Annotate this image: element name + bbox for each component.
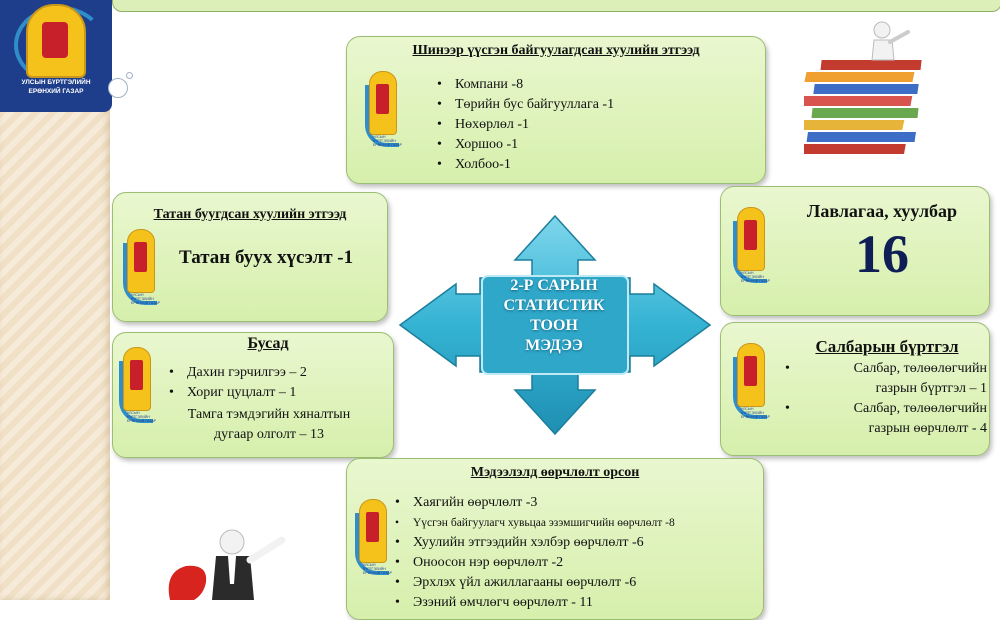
other-title: Бусад — [247, 335, 289, 352]
references-title: Лавлагаа, хуулбар — [806, 201, 958, 221]
new-entities-card: Шинээр үүсгэн байгуулагдсан хуулийн этгэ… — [346, 36, 766, 184]
top-card-edge — [112, 0, 1000, 12]
document-stack-illustration — [804, 21, 922, 154]
branches-card: Салбарын бүртгэл УЛСЫН БҮРТГЭЛИЙН ЕРӨНХИ… — [720, 322, 990, 456]
new-entities-title: Шинээр үүсгэн байгуулагдсан хуулийн этгэ… — [412, 43, 700, 58]
center-title: 2-Р САРЫН СТАТИСТИК ТООН МЭДЭЭ — [480, 276, 628, 356]
references-card: Лавлагаа, хуулбар УЛСЫН БҮРТГЭЛИЙН ЕРӨНХ… — [720, 186, 990, 316]
branch-line: Салбар, төлөөлөгчийн — [853, 401, 987, 416]
list-item: Холбоо-1 — [433, 155, 614, 175]
emblem-caption: УЛСЫН БҮРТГЭЛИЙН ЕРӨНХИЙ ГАЗАР — [741, 407, 770, 419]
org-emblem-icon: УЛСЫН БҮРТГЭЛИЙН ЕРӨНХИЙ ГАЗАР — [733, 343, 770, 423]
withdrawn-card: Татан буугдсан хуулийн этгээд УЛСЫН БҮРТ… — [112, 192, 388, 322]
references-count: 16 — [855, 224, 909, 284]
list-item: Эрхлэх үйл ажиллагааны өөрчлөлт -6 — [391, 573, 761, 593]
list-item: Дахин гэрчилгээ – 2 — [165, 363, 307, 383]
org-emblem-icon: УЛСЫН БҮРТГЭЛИЙН ЕРӨНХИЙ ГАЗАР — [123, 229, 160, 309]
branches-list: Салбар, төлөөлөгчийн газрын бүртгэл – 1 … — [781, 359, 987, 439]
withdrawn-title: Татан буугдсан хуулийн этгээд — [153, 207, 347, 222]
center-title-line: 2-Р САРЫН — [510, 277, 598, 294]
other-card: Бусад УЛСЫН БҮРТГЭЛИЙН ЕРӨНХИЙ ГАЗАР Дах… — [112, 332, 394, 458]
changes-list: Хаягийн өөрчлөлт -3 Үүсгэн байгуулагч ху… — [391, 493, 761, 613]
changes-title: Мэдээлэлд өөрчлөлт орсон — [470, 465, 640, 480]
list-item: Үүсгэн байгуулагч хувьцаа эзэмшигчийн өө… — [391, 513, 761, 533]
branch-line: газрын өөрчлөлт - 4 — [868, 421, 987, 436]
list-item: Оноосон нэр өөрчлөлт -2 — [391, 553, 761, 573]
branch-line: Салбар, төлөөлөгчийн — [853, 361, 987, 376]
center-title-line: МЭДЭЭ — [525, 337, 583, 354]
list-item: Хуулийн этгээдийн хэлбэр өөрчлөлт -6 — [391, 533, 761, 553]
org-emblem-icon: УЛСЫН БҮРТГЭЛИЙН ЕРӨНХИЙ ГАЗАР — [733, 207, 770, 287]
list-item: Салбар, төлөөлөгчийн газрын өөрчлөлт - 4 — [781, 399, 987, 439]
withdrawn-text: Татан буух хүсэлт -1 — [179, 247, 354, 268]
org-caption: УЛСЫН БҮРТГЭЛИЙН ЕРӨНХИЙ ГАЗАР — [21, 79, 91, 95]
list-item: Салбар, төлөөлөгчийн газрын бүртгэл – 1 — [781, 359, 987, 399]
list-item: Эзэний өмчлөгч өөрчлөлт - 11 — [391, 593, 761, 613]
list-item: Хоршоо -1 — [433, 135, 614, 155]
branches-title: Салбарын бүртгэл — [815, 337, 959, 356]
org-emblem-icon: УЛСЫН БҮРТГЭЛИЙН ЕРӨНХИЙ ГАЗАР — [355, 499, 392, 579]
org-logo: УЛСЫН БҮРТГЭЛИЙН ЕРӨНХИЙ ГАЗАР — [0, 0, 112, 112]
decor-bubble — [126, 72, 133, 79]
other-extra: Тамга тэмдэгийн хяналтын дугаар олголт –… — [169, 405, 369, 445]
four-way-arrow-icon — [398, 214, 712, 436]
other-extra-line: Тамга тэмдэгийн хяналтын — [187, 407, 351, 422]
soyombo-emblem-icon — [26, 4, 86, 78]
new-entities-list: Компани -8 Төрийн бус байгууллага -1 Нөх… — [433, 75, 614, 175]
list-item: Хориг цуцлалт – 1 — [165, 383, 307, 403]
other-list: Дахин гэрчилгээ – 2 Хориг цуцлалт – 1 — [165, 363, 307, 403]
other-extra-line: дугаар олголт – 13 — [214, 427, 324, 442]
emblem-caption: УЛСЫН БҮРТГЭЛИЙН ЕРӨНХИЙ ГАЗАР — [363, 563, 392, 575]
emblem-caption: УЛСЫН БҮРТГЭЛИЙН ЕРӨНХИЙ ГАЗАР — [131, 293, 160, 305]
list-item: Хаягийн өөрчлөлт -3 — [391, 493, 761, 513]
org-emblem-icon: УЛСЫН БҮРТГЭЛИЙН ЕРӨНХИЙ ГАЗАР — [365, 71, 402, 151]
emblem-caption: УЛСЫН БҮРТГЭЛИЙН ЕРӨНХИЙ ГАЗАР — [373, 135, 402, 147]
list-item: Төрийн бус байгууллага -1 — [433, 95, 614, 115]
emblem-caption: УЛСЫН БҮРТГЭЛИЙН ЕРӨНХИЙ ГАЗАР — [741, 271, 770, 283]
decor-bubble — [108, 78, 128, 98]
org-emblem-icon: УЛСЫН БҮРТГЭЛИЙН ЕРӨНХИЙ ГАЗАР — [119, 347, 156, 427]
changes-card: Мэдээлэлд өөрчлөлт орсон УЛСЫН БҮРТГЭЛИЙ… — [346, 458, 764, 620]
emblem-caption: УЛСЫН БҮРТГЭЛИЙН ЕРӨНХИЙ ГАЗАР — [127, 411, 156, 423]
list-item: Нөхөрлөл -1 — [433, 115, 614, 135]
list-item: Компани -8 — [433, 75, 614, 95]
thinking-figure-illustration — [168, 529, 286, 600]
center-title-line: СТАТИСТИК — [503, 297, 605, 314]
branch-line: газрын бүртгэл – 1 — [875, 381, 987, 396]
center-title-line: ТООН — [530, 317, 578, 334]
